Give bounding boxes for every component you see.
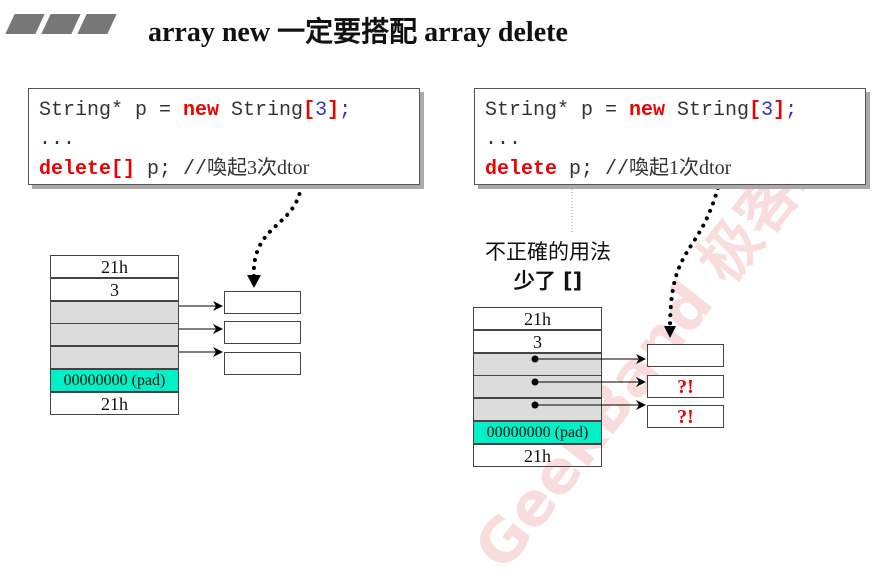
memory-row: 3: [473, 329, 602, 353]
string-object: [224, 291, 301, 314]
memory-row: [50, 300, 179, 324]
memory-row: 00000000 (pad): [50, 369, 179, 392]
memory-row: 3: [50, 277, 179, 301]
memory-row: 21h: [473, 443, 602, 467]
string-object: [224, 352, 301, 375]
string-object: ?!: [647, 375, 724, 398]
code-box-correct: String* p = new String[3]; ... delete[] …: [28, 88, 420, 185]
dotted-pointer: [251, 176, 304, 282]
memory-row: 21h: [473, 307, 602, 330]
page-title: array new 一定要搭配 array delete: [148, 17, 568, 48]
dtor-arrowhead: [664, 326, 676, 338]
memory-row: [50, 323, 179, 347]
string-object: [647, 344, 724, 367]
memory-row: 00000000 (pad): [473, 421, 602, 444]
memory-row: 21h: [50, 391, 179, 415]
missing-brackets-note: 少了 []: [513, 269, 583, 293]
code-box-incorrect: String* p = new String[3]; ... delete p;…: [474, 88, 866, 185]
memory-row: [473, 398, 602, 422]
incorrect-usage-note: 不正確的用法: [485, 240, 611, 264]
dtor-arrowhead: [247, 275, 261, 288]
string-object: ?!: [647, 405, 724, 428]
memory-row: [473, 375, 602, 399]
memory-row: 21h: [50, 255, 179, 278]
dotted-pointer: [668, 178, 722, 332]
memory-row: [473, 352, 602, 376]
string-object: [224, 321, 301, 344]
memory-row: [50, 346, 179, 370]
